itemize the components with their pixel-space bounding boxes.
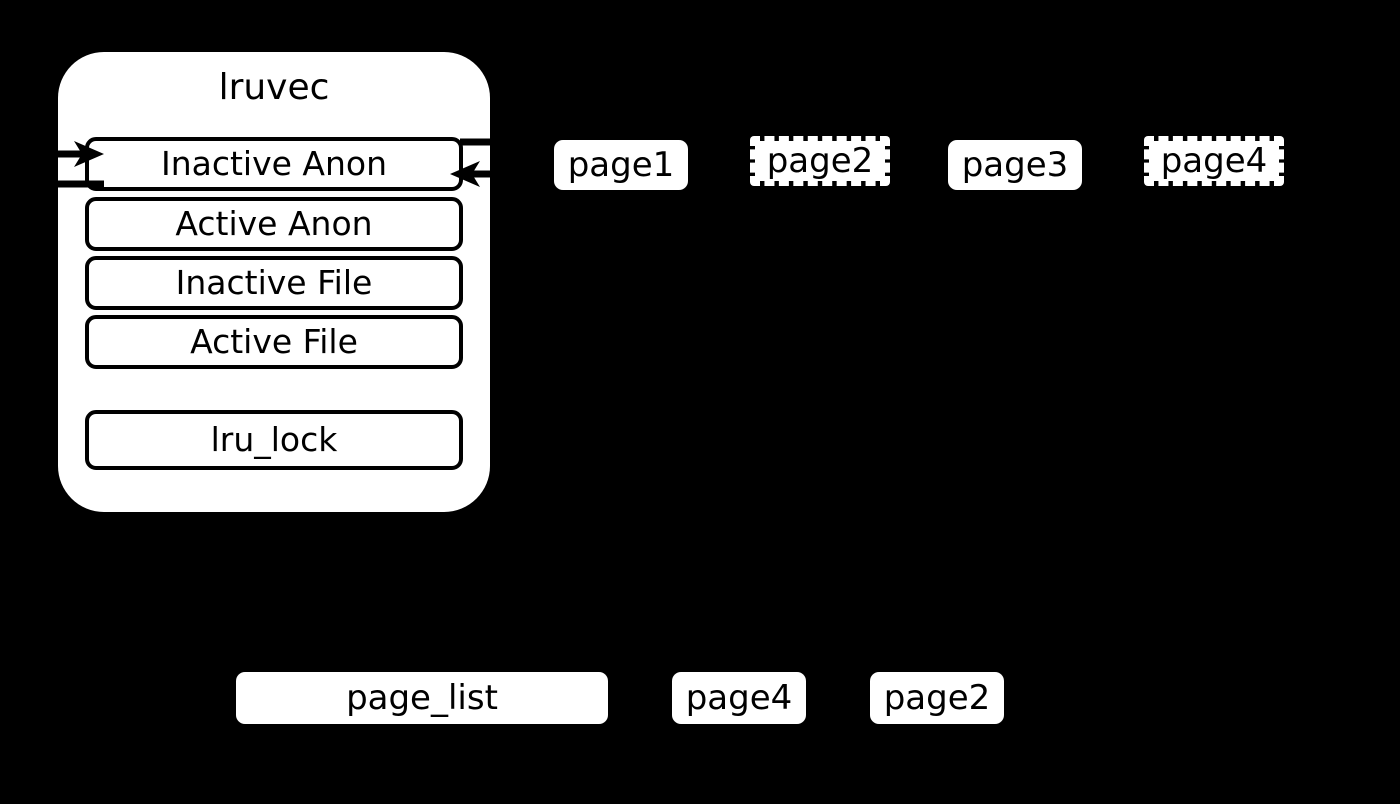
page-chip-page1[interactable]: page1 bbox=[554, 140, 688, 190]
page-chip-page2-bottom[interactable]: page2 bbox=[870, 672, 1004, 724]
lru-lock-box[interactable]: lru_lock bbox=[85, 410, 463, 470]
lru-list-active-anon[interactable]: Active Anon bbox=[85, 197, 463, 251]
lru-list-inactive-file[interactable]: Inactive File bbox=[85, 256, 463, 310]
page-chip-page4-bottom[interactable]: page4 bbox=[672, 672, 806, 724]
inbound-arrow-left-icon bbox=[56, 141, 104, 188]
lru-list-active-file[interactable]: Active File bbox=[85, 315, 463, 369]
page-chip-page3[interactable]: page3 bbox=[948, 140, 1082, 190]
page-list-box[interactable]: page_list bbox=[236, 672, 608, 724]
lruvec-container: lruvec Inactive Anon Active Anon Inactiv… bbox=[58, 52, 490, 512]
page-chip-page2[interactable]: page2 bbox=[750, 136, 890, 186]
page-chip-page4[interactable]: page4 bbox=[1144, 136, 1284, 186]
inbound-arrow-right-icon bbox=[450, 138, 502, 187]
lruvec-title: lruvec bbox=[218, 67, 330, 108]
lru-list-inactive-anon[interactable]: Inactive Anon bbox=[85, 137, 463, 191]
